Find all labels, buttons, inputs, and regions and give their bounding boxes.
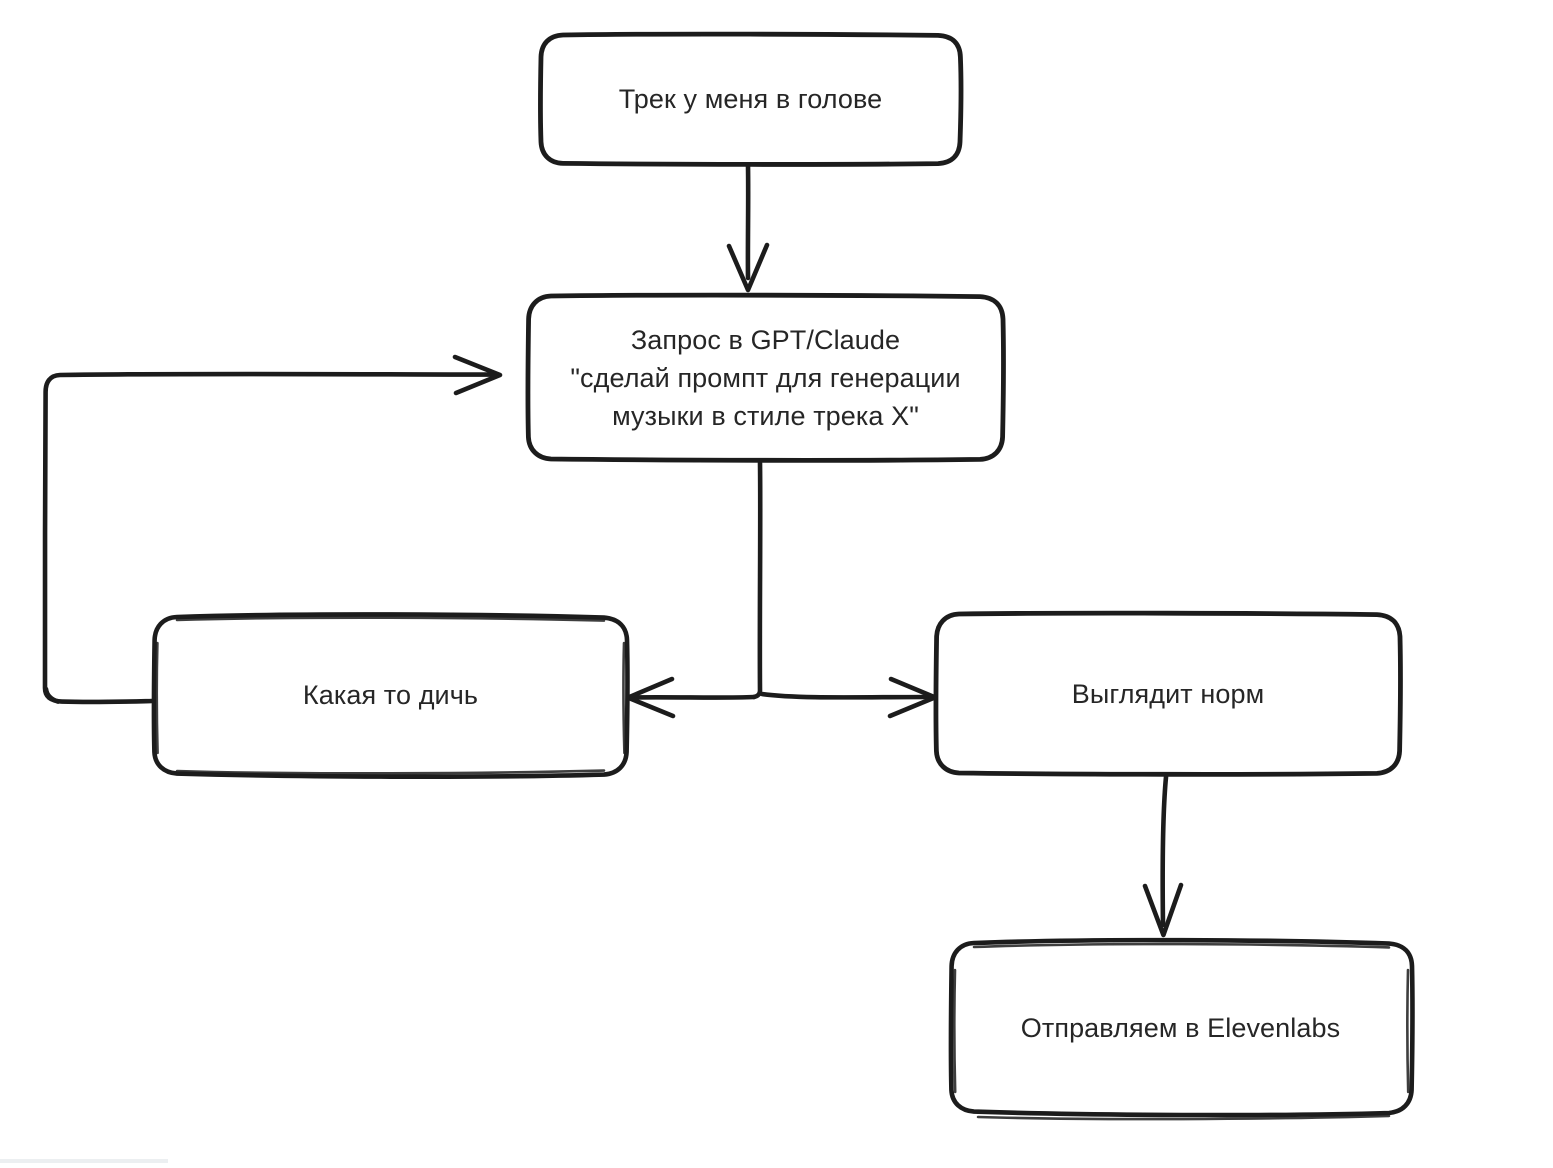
node-send-to-elevenlabs[interactable]: Отправляем в Elevenlabs <box>948 937 1415 1121</box>
node-label: Трек у меня в голове <box>618 84 883 115</box>
node-label: Выглядит норм <box>1071 678 1265 709</box>
node-label: Отправляем в Elevenlabs <box>1020 1012 1341 1043</box>
edge-prompt-split-stem <box>751 460 763 700</box>
node-label: Какая то дичь <box>302 680 479 711</box>
node-outline-shape <box>537 31 964 167</box>
node-gpt-claude-request[interactable]: Запрос в GPT/Claude "сделай промпт для г… <box>525 292 1006 463</box>
node-label: Запрос в GPT/Claude "сделай промпт для г… <box>570 324 961 432</box>
node-outline-shape <box>948 937 1415 1121</box>
node-some-nonsense[interactable]: Какая то дичь <box>151 612 630 780</box>
bottom-edge-artifact <box>0 1159 168 1163</box>
node-outline-shape <box>525 292 1006 463</box>
edge-prompt-to-looks-ok <box>759 676 938 719</box>
edge-prompt-to-nonsense <box>625 676 757 719</box>
edge-track-to-prompt <box>726 163 770 293</box>
node-looks-fine[interactable]: Выглядит норм <box>933 610 1403 777</box>
node-track-in-my-head[interactable]: Трек у меня в голове <box>537 31 964 167</box>
edge-looks-ok-to-elevenlabs <box>1142 774 1184 938</box>
